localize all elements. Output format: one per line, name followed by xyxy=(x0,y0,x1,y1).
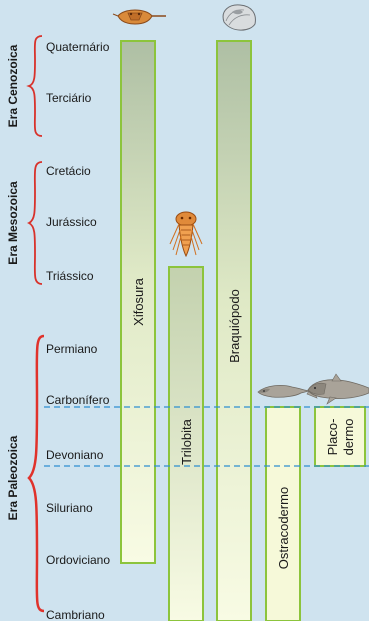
label-ostracodermo: Ostracodermo xyxy=(276,487,291,569)
period-permiano: Permiano xyxy=(46,342,98,356)
label-placodermo-line2: dermo xyxy=(341,419,356,456)
period-devoniano: Devoniano xyxy=(46,448,104,462)
period-quaternario: Quaternário xyxy=(46,40,110,54)
brachiopod-shell-icon xyxy=(223,5,255,30)
ostracoderm-fish-icon xyxy=(258,385,317,398)
period-cretacio: Cretácio xyxy=(46,164,91,178)
period-jurassico: Jurássico xyxy=(46,215,97,229)
label-braquiopodo: Braquiópodo xyxy=(227,289,242,363)
brace-paleozoic xyxy=(29,336,44,611)
label-placodermo-line1: Placo- xyxy=(325,419,340,456)
period-siluriano: Siluriano xyxy=(46,501,93,515)
placoderm-fish-icon xyxy=(308,374,369,404)
period-triassico: Triássico xyxy=(46,269,94,283)
horseshoe-crab-icon xyxy=(113,10,166,24)
period-ordoviciano: Ordoviciano xyxy=(46,553,110,567)
period-terciario: Terciário xyxy=(46,91,92,105)
bar-placodermo xyxy=(315,407,365,466)
period-carbonifero: Carbonífero xyxy=(46,393,110,407)
label-xifosura: Xifosura xyxy=(131,277,146,325)
label-trilobita: Trilobita xyxy=(179,418,194,465)
brace-mesozoic xyxy=(29,162,42,284)
period-cambriano: Cambriano xyxy=(46,608,105,621)
era-label-cenozoic: Era Cenozoica xyxy=(6,44,20,127)
era-label-paleozoic: Era Paleozoica xyxy=(6,435,20,520)
brace-cenozoic xyxy=(29,36,42,136)
era-label-mesozoic: Era Mesozoica xyxy=(6,181,20,265)
trilobite-icon xyxy=(170,212,202,256)
